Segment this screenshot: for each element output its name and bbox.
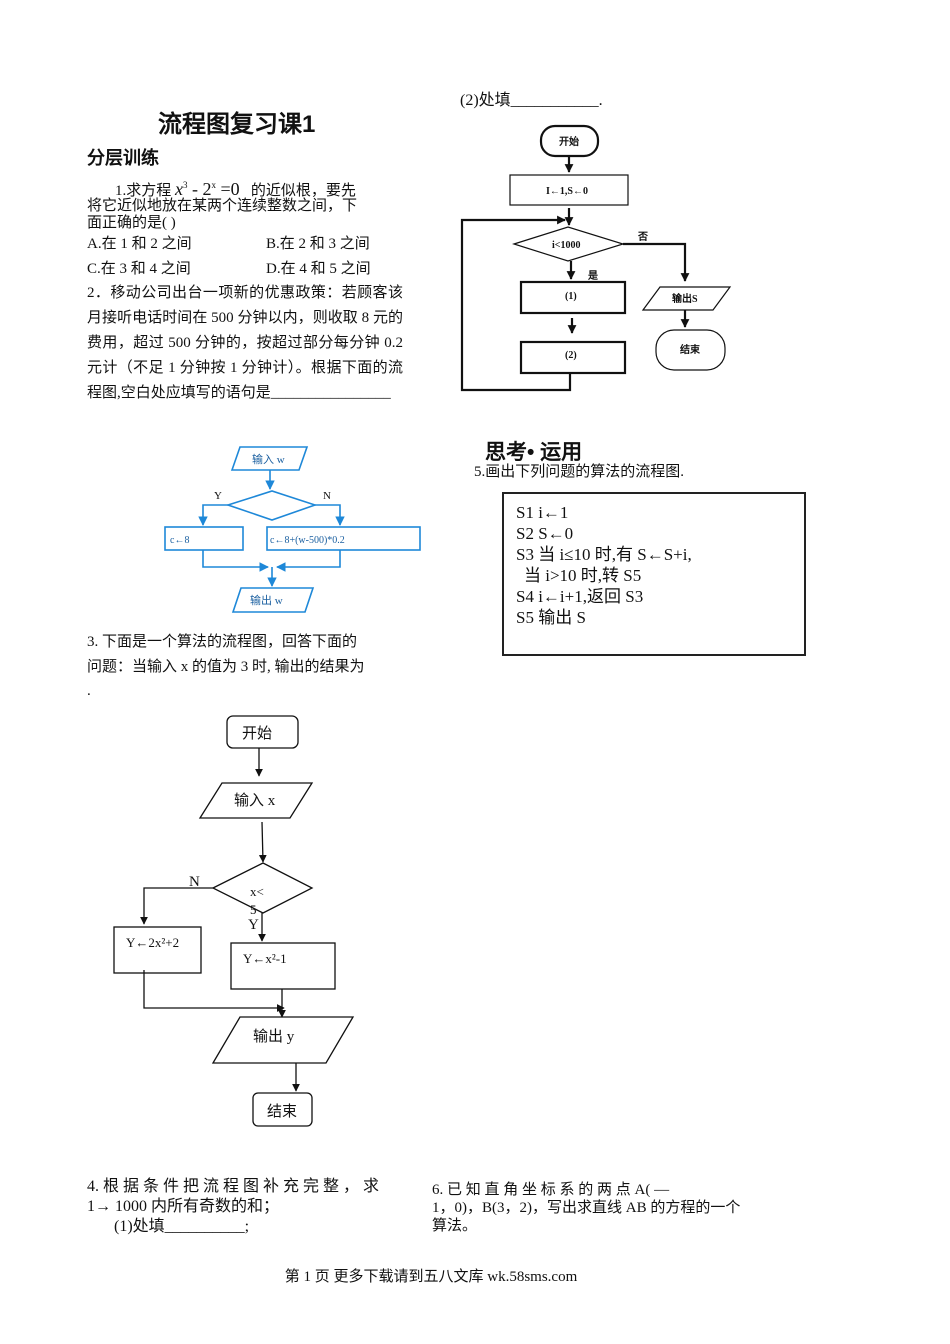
flow2-input-label: 输入 w [252, 452, 285, 466]
start-shape [226, 715, 299, 749]
loop-back-line [460, 215, 572, 392]
q1-option-d: D.在 4 和 5 之间 [266, 261, 371, 277]
flow4-no-label: 否 [637, 231, 648, 243]
formula-exp1: 3 [183, 180, 188, 190]
flow2-yes-label: Y [214, 490, 222, 502]
init-process [509, 174, 629, 206]
flow4-yes-label: 是 [587, 270, 598, 282]
input-shape [198, 782, 314, 819]
q3-line1: 3. 下面是一个算法的流程图，回答下面的 [87, 634, 358, 650]
fill2-label: (2)处填 [460, 92, 511, 109]
q5-prompt: 5.画出下列问题的算法的流程图. [474, 464, 685, 480]
q4-fill2: (2)处填___________. [460, 92, 603, 110]
fill1-end: ; [244, 1218, 250, 1235]
flow4-init-label: I←1,S←0 [546, 186, 588, 197]
q5-step: 当 i>10 时,转 S5 [524, 566, 642, 585]
q1-suffix: 的近似根，要先 [250, 183, 356, 199]
formula-end: =0 [216, 179, 240, 199]
q5-algorithm-box: S1 i←1 S2 S←0 S3 当 i≤10 时,有 S←S+i, 当 i>1… [502, 492, 806, 656]
fill2-blank: ___________ [510, 92, 599, 109]
left-process [113, 926, 202, 974]
q6-line2: 1，0)，B(3，2)，写出求直线 AB 的方程的一个 [432, 1200, 741, 1216]
decision-shape [211, 862, 314, 914]
q1-option-c: C.在 3 和 4 之间 [87, 261, 191, 277]
flow3-end-label: 结束 [267, 1103, 297, 1120]
left-process [164, 526, 244, 551]
q1-option-b: B.在 2 和 3 之间 [266, 236, 370, 252]
flow4-box2-label: (2) [565, 350, 577, 361]
flow3-no-label: N [189, 874, 200, 890]
section-heading-training: 分层训练 [87, 148, 159, 168]
fill1-blank: __________ [164, 1218, 245, 1235]
q5-step: S2 S←0 [516, 524, 574, 543]
q6-line3: 算法。 [432, 1218, 478, 1234]
end-shape [655, 329, 726, 371]
q4-line2: 1→ 1000 内所有奇数的和； [87, 1198, 280, 1215]
process-1 [519, 280, 627, 315]
output-shape [641, 286, 732, 311]
flow4-box1-label: (1) [565, 291, 577, 302]
decision-shape [225, 490, 318, 521]
input-shape [230, 446, 309, 471]
flow3-cond1: x< [250, 884, 264, 899]
q1-prefix: 1.求方程 [115, 183, 172, 199]
formula-exp2: x [211, 180, 217, 190]
q5-step: S5 输出 S [516, 608, 586, 627]
q5-step: S1 i←1 [516, 503, 569, 522]
flow4-end-label: 结束 [680, 343, 701, 356]
flowchart-q4: 开始 I←1,S←0 i<1000 否 是 (1) (2) 输出S 结束 [460, 124, 732, 392]
q1-line2: 将它近似地放在某两个连续整数之间，下 [87, 198, 358, 214]
flow3-cond2: 5 [250, 902, 257, 917]
flow4-start-label: 开始 [559, 135, 579, 148]
q4-fill1: (1)处填__________; [114, 1218, 249, 1236]
q5-step: S3 当 i≤10 时,有 S←S+i, [516, 545, 692, 564]
process-2 [519, 340, 627, 375]
formula-mid: - 2 [187, 179, 212, 199]
flow4-output-label: 输出S [672, 292, 698, 305]
flow2-right-box: c←8+(w-500)*0.2 [270, 535, 345, 546]
fill2-end: . [598, 92, 603, 109]
right-process [266, 526, 421, 551]
flow3-left-box: Y←2x²+2 [126, 935, 179, 950]
q1-line3: 面正确的是( ) [87, 215, 176, 231]
end-shape [252, 1092, 313, 1127]
flow2-no-label: N [323, 490, 331, 502]
flow3-right-box: Y←x²-1 [243, 951, 287, 966]
q4-line1: 4. 根 据 条 件 把 流 程 图 补 充 完 整 ， 求 [87, 1178, 380, 1195]
formula-x: x [175, 179, 184, 199]
q2-body: 2．移动公司出台一项新的优惠政策：若顾客该月接听电话时间在 500 分钟以内，则… [87, 285, 403, 401]
q6-line1: 6. 已 知 直 角 坐 标 系 的 两 点 A( — [432, 1182, 670, 1198]
flow4-cond-label: i<1000 [552, 240, 580, 251]
fill1-label: (1)处填 [114, 1218, 165, 1235]
q5-step: S4 i←i+1,返回 S3 [516, 587, 644, 606]
q1-formula: x3 - 2x =0 [175, 179, 240, 199]
flowchart-q2: 输入 w Y N c←8 c←8+(w-500)*0.2 输出 w [164, 446, 421, 613]
flow2-output-label: 输出 w [250, 593, 283, 607]
q1-option-a: A.在 1 和 2 之间 [87, 236, 192, 252]
page-footer: 第 1 页 更多下载请到五八文库 wk.58sms.com [284, 1269, 578, 1285]
output-shape [211, 1016, 355, 1064]
output-shape [231, 587, 315, 613]
flow3-output-label: 输出 y [253, 1028, 295, 1045]
section-heading-thinking: 思考• 运用 [485, 441, 583, 464]
page-title: 流程图复习课1 [158, 111, 316, 138]
flowchart-q3: 开始 输入 x x< 5 N Y Y←2x²+2 Y←x²-1 输出 y 结束 [113, 715, 355, 1127]
flow3-start-label: 开始 [242, 725, 272, 742]
flow2-left-box: c←8 [170, 535, 189, 546]
q3-line3: . [87, 683, 91, 699]
q1-line1: 1.求方程 x3 - 2x =0 的近似根，要先 [115, 176, 356, 200]
right-process [230, 942, 336, 990]
flow3-input-label: 输入 x [234, 792, 276, 809]
q2-text: 2．移动公司出台一项新的优惠政策：若顾客该月接听电话时间在 500 分钟以内，则… [87, 281, 403, 406]
q3-line2: 问题：当输入 x 的值为 3 时, 输出的结果为 [87, 659, 365, 675]
q2-blank: ________________ [270, 385, 391, 401]
flow3-yes-label: Y [248, 917, 259, 933]
